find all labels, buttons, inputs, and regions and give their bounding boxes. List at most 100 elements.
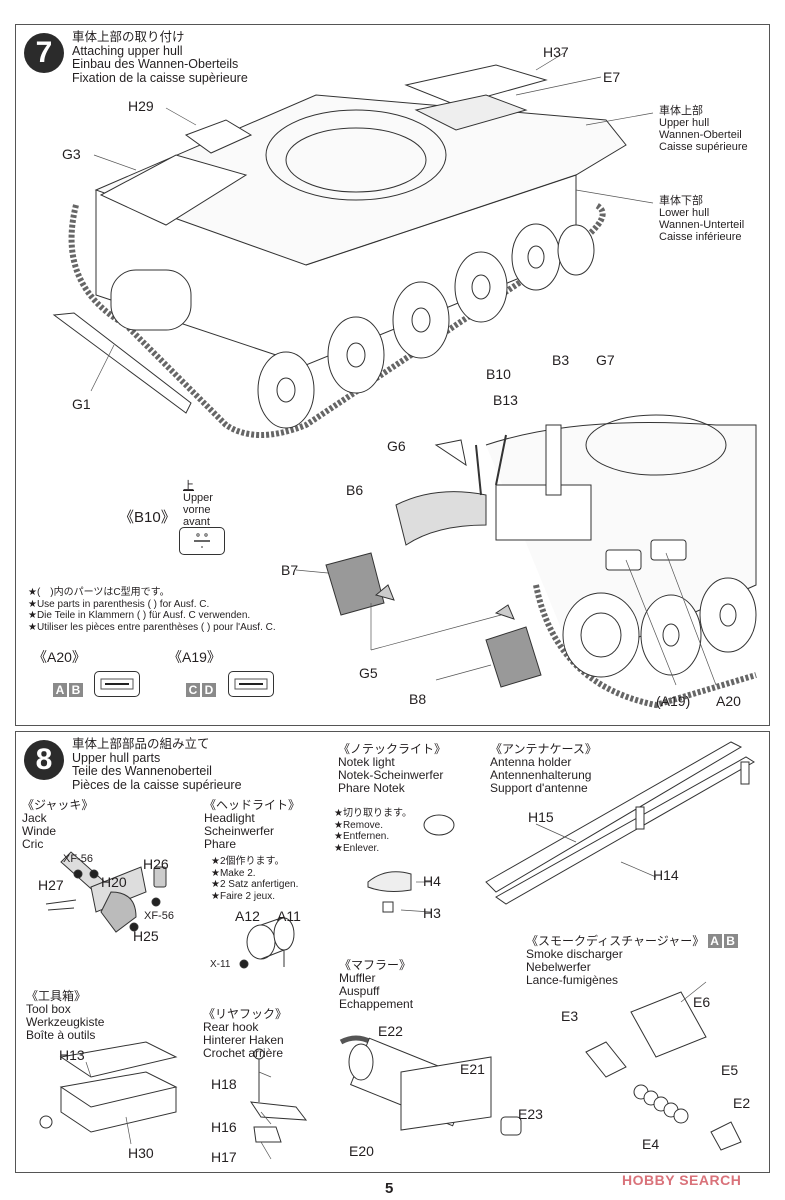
part-label-e23: E23 [518, 1106, 543, 1122]
section-name-fr: Cric [22, 837, 44, 851]
title-ja: 車体上部部品の組み立て [72, 737, 210, 751]
part-label-h14: H14 [653, 867, 679, 883]
section-name-fr: Lance-fumigènes [526, 973, 619, 987]
callout-de: Wannen-Unterteil [659, 219, 745, 231]
ausf-c-note: ★( )内のパーツはC型用です。 ★Use parts in parenthes… [28, 587, 276, 633]
version-badge-b: B [723, 934, 738, 948]
part-label-h25: H25 [133, 928, 159, 944]
part-b3-shape [545, 424, 562, 496]
part-label-h29: H29 [128, 98, 154, 114]
section-name-en: Notek light [338, 755, 395, 769]
part-label-h13: H13 [59, 1047, 85, 1063]
title-en: Attaching upper hull [72, 43, 183, 58]
turret-ring-detail [585, 414, 727, 476]
step-8-leader-lines [85, 823, 707, 1160]
step-7-title: 車体上部の取り付け Attaching upper hull Einbau de… [72, 30, 248, 85]
part-label-g3: G3 [62, 146, 81, 162]
part-label-h15: H15 [528, 809, 554, 825]
section-heading-ja: 《マフラー》 [339, 958, 412, 972]
section-name-de: Scheinwerfer [204, 824, 275, 838]
section-antenna: 《アンテナケース》 Antenna holder Antennenhalteru… [490, 743, 597, 795]
a19-part-diagram [228, 671, 274, 697]
part-label-h3: H3 [423, 905, 441, 921]
callout-ja: 車体上部 [659, 105, 703, 117]
part-label-e22: E22 [378, 1023, 403, 1039]
section-jack: 《ジャッキ》 Jack Winde Cric [22, 799, 93, 851]
section-muffler: 《マフラー》 Muffler Auspuff Echappement [339, 959, 413, 1011]
note-ja: ★( )内のパーツはC型用です。 [28, 587, 170, 598]
part-label-e3: E3 [561, 1008, 579, 1024]
part-label-b13: B13 [493, 392, 518, 408]
paint-label-xf56-top: XF-56 [63, 853, 93, 865]
watermark: HOBBY SEARCH [622, 1172, 742, 1188]
detail-road-wheels [562, 577, 757, 678]
part-label-b10: B10 [486, 366, 511, 382]
leader-lines [90, 52, 654, 392]
part-label-e20: E20 [349, 1143, 374, 1159]
section-name-en: Smoke discharger [526, 947, 623, 961]
section-name-fr: Echappement [339, 997, 414, 1011]
section-heading-ja: 《工具箱》 [26, 989, 87, 1003]
section-name-fr: Crochet arrière [203, 1046, 284, 1060]
b10-orientation-note: 上 Upper vorne avant [183, 480, 213, 528]
part-label-a11: A11 [277, 908, 301, 924]
road-wheels [257, 223, 595, 429]
part-label-b6: B6 [346, 482, 364, 498]
callout-en: Upper hull [659, 117, 710, 129]
section-heading-ja: 《スモークディスチャージャー》 [526, 934, 705, 948]
version-badge-d: D [202, 683, 216, 697]
part-b10-shape [475, 444, 482, 496]
version-badge-a: A [707, 934, 722, 948]
section-name-en: Jack [22, 811, 47, 825]
title-de: Teile des Wannenoberteil [72, 764, 212, 778]
section-name-de: Auspuff [339, 984, 380, 998]
part-label-e7: E7 [603, 69, 621, 85]
part-label-e6: E6 [693, 994, 711, 1010]
callout-lower-hull: 車体下部 Lower hull Wannen-Unterteil Caisse … [659, 195, 744, 243]
paint-label-x11: X-11 [210, 959, 231, 970]
section-heading-ja: 《ジャッキ》 [22, 798, 94, 812]
orientation-fr: avant [183, 516, 210, 528]
note-fr: ★Utiliser les pièces entre parenthèses (… [28, 621, 276, 633]
headlight-mount-a19 [605, 549, 642, 571]
note-en: ★Remove. [334, 819, 383, 831]
title-en: Upper hull parts [72, 750, 161, 765]
note-fr: ★Faire 2 jeux. [211, 890, 275, 902]
part-label-g6: G6 [387, 438, 406, 454]
title-ja: 車体上部の取り付け [72, 30, 185, 44]
part-b8-shape [485, 626, 542, 688]
paint-label-xf56-right: XF-56 [144, 910, 174, 922]
part-label-b3: B3 [552, 352, 570, 368]
title-de: Einbau des Wannen-Oberteils [72, 57, 239, 71]
turret-ring [265, 109, 447, 201]
fender-detail-drawing [295, 414, 757, 709]
section-heading-ja: 《ヘッドライト》 [204, 798, 301, 812]
part-h37-shape [404, 64, 548, 106]
part-label-e4: E4 [642, 1136, 660, 1152]
version-badge-b: B [69, 683, 83, 697]
step-8-panel: 8 車体上部部品の組み立て Upper hull parts Teile des… [15, 731, 770, 1173]
part-h29-shape [184, 119, 253, 154]
a20-marks [100, 678, 134, 690]
step-number-badge: 8 [24, 740, 64, 780]
section-headlight: 《ヘッドライト》 Headlight Scheinwerfer Phare [204, 799, 300, 851]
part-g1-shape [52, 312, 192, 414]
note-de: ★2 Satz anfertigen. [211, 879, 299, 890]
part-label-h37: H37 [543, 44, 569, 60]
section-heading-ja: 《アンテナケース》 [490, 742, 597, 756]
variant-a19-label: 《A19》 [168, 649, 221, 665]
orientation-de: vorne [183, 504, 211, 516]
note-fr: ★Enlever. [334, 842, 380, 854]
section-toolbox: 《工具箱》 Tool box Werkzeugkiste Boîte à out… [26, 990, 104, 1042]
section-name-fr: Phare Notek [338, 781, 405, 795]
part-g5-left [374, 584, 395, 601]
toolbox-drawing [39, 1041, 178, 1133]
step-8-title: 車体上部部品の組み立て Upper hull parts Teile des W… [72, 737, 242, 792]
muffler-drawing [339, 1035, 522, 1136]
section-name-en: Headlight [204, 811, 255, 825]
section-name-de: Hinterer Haken [203, 1033, 284, 1047]
note-ja: ★切り取ります。 [334, 808, 412, 819]
note-de: ★Die Teile in Klammern ( ) für Ausf. C v… [28, 610, 251, 621]
